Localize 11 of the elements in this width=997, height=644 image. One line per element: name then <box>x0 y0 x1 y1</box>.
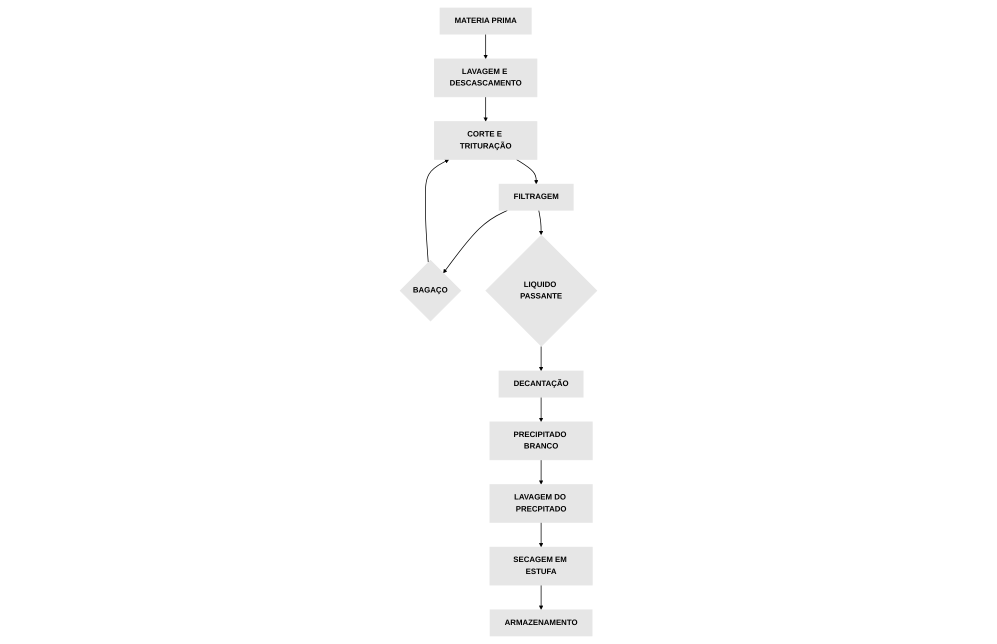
arrow <box>443 210 508 274</box>
arrow <box>425 159 450 263</box>
arrow <box>516 159 538 184</box>
arrow <box>538 346 544 372</box>
arrow <box>538 522 544 548</box>
arrow <box>484 34 488 59</box>
arrow <box>538 396 544 422</box>
arrow <box>538 460 544 485</box>
arrow <box>538 210 544 236</box>
arrow <box>484 96 488 122</box>
arrow <box>538 584 544 610</box>
